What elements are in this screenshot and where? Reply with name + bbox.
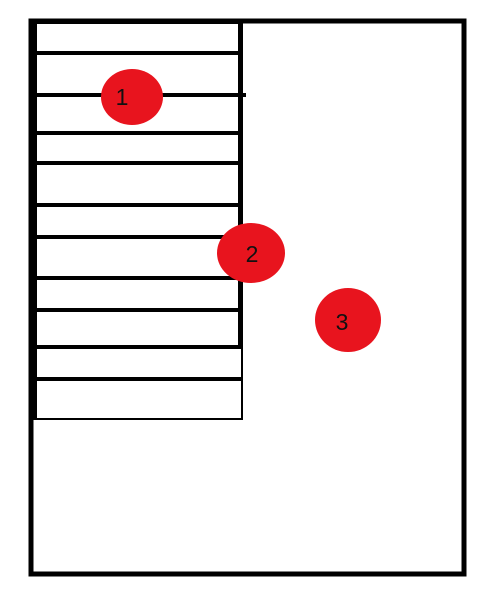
- marker-2-label: 2: [246, 241, 259, 267]
- marker-3-label: 3: [336, 309, 349, 335]
- marker-2: 2: [217, 223, 285, 283]
- marker-3: 3: [315, 288, 381, 352]
- marker-3-circle: [315, 288, 381, 352]
- marker-1-label: 1: [116, 84, 129, 110]
- list-row-dividers: [33, 51, 246, 381]
- marker-1: 1: [101, 69, 163, 125]
- outer-frame: [28, 18, 467, 577]
- marker-2-circle: [217, 223, 285, 283]
- marker-1-circle: [101, 69, 163, 125]
